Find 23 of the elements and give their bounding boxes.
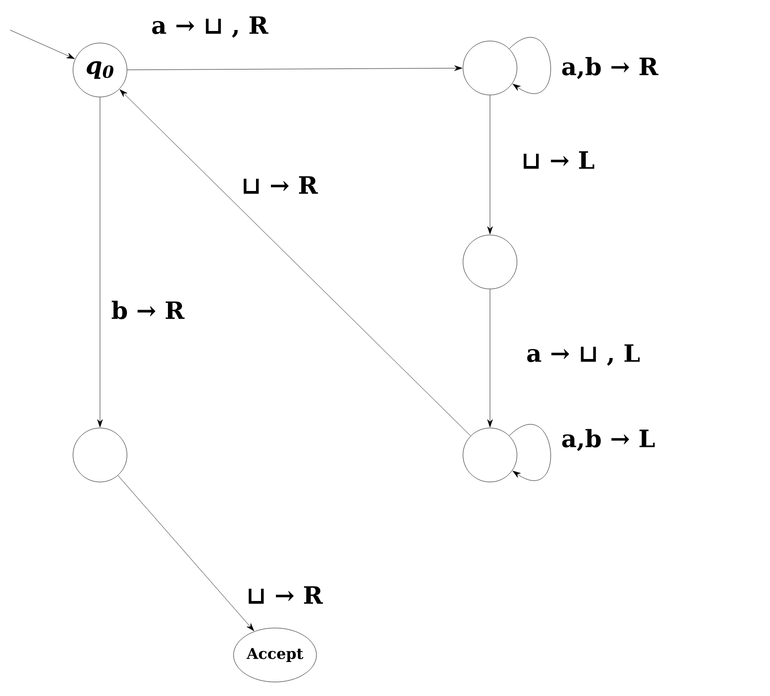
state-circle: [462, 234, 518, 290]
edge-label: b → R: [112, 300, 185, 320]
arrow: [487, 289, 493, 428]
state-circle: [462, 40, 518, 96]
arrow: [10, 30, 75, 59]
edge-label: a,b → R: [562, 56, 658, 80]
self-loop-arrow: [509, 424, 551, 480]
arrow: [487, 95, 493, 234]
arrow: [118, 475, 254, 632]
edge-label: ⊔ → R: [244, 176, 318, 194]
start-state: q$_{0}$: [72, 42, 128, 98]
edge-label: a → ⊔ , R: [152, 16, 268, 38]
arrow: [127, 65, 462, 71]
state-circle: [72, 428, 128, 482]
arrow: [120, 89, 471, 436]
accept-state: Accept: [233, 628, 317, 682]
state-circle: [462, 428, 518, 482]
edge-label: a,b → L: [562, 428, 655, 452]
arrow: [97, 97, 103, 428]
edge-label: ⊔ → R: [248, 586, 323, 604]
edge-label: a → ⊔ , L: [527, 344, 640, 366]
self-loop-arrow: [509, 37, 551, 94]
edge-label: ⊔ → L: [524, 151, 594, 169]
